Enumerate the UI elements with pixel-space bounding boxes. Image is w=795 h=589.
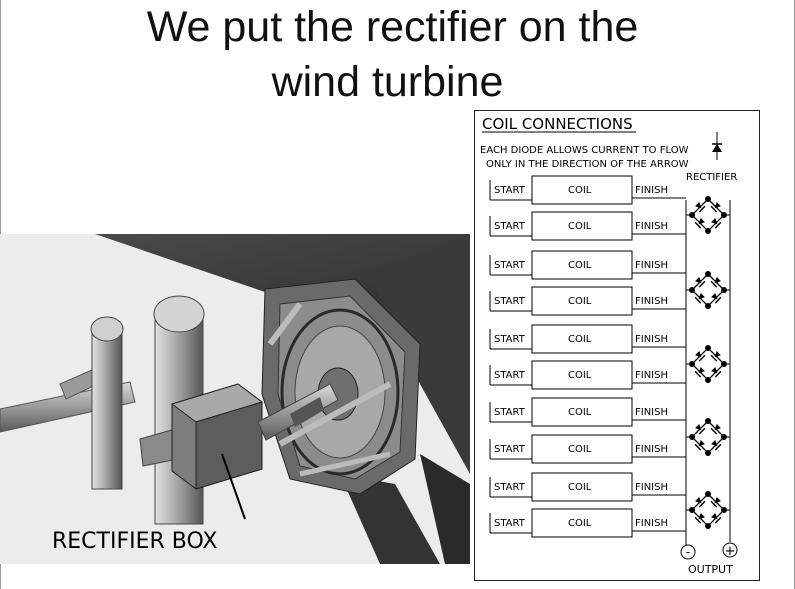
rectifier-label: RECTIFIER	[686, 172, 737, 183]
start-label: START	[494, 260, 526, 271]
rectifier-pointer	[221, 453, 246, 520]
coil-box	[531, 397, 633, 427]
finish-label: FINISH	[635, 260, 668, 271]
coil-label: COIL	[568, 334, 592, 345]
diagram-note-line-2: ONLY IN THE DIRECTION OF THE ARROW	[486, 159, 689, 170]
coil-box	[531, 175, 633, 205]
coil-box	[531, 286, 633, 316]
coil-label: COIL	[568, 518, 592, 529]
coil-label: COIL	[568, 444, 592, 455]
finish-label: FINISH	[635, 370, 668, 381]
coil-label: COIL	[568, 296, 592, 307]
strut	[299, 451, 391, 477]
coil-row: START COIL FINISH	[489, 360, 686, 390]
output-positive-terminal	[722, 542, 738, 558]
bridge-node	[705, 377, 711, 383]
diagram-heading: COIL CONNECTIONS	[482, 115, 633, 133]
diode-bridge	[686, 418, 730, 456]
finish-label: FINISH	[635, 221, 668, 232]
coil-label: COIL	[568, 370, 592, 381]
coil-row: START COIL FINISH	[489, 434, 686, 464]
coil-label: COIL	[568, 260, 592, 271]
start-label: START	[494, 221, 526, 232]
post-left-cap	[90, 316, 124, 342]
post-right-cap	[153, 295, 205, 333]
bridge-node	[705, 271, 711, 277]
finish-label: FINISH	[635, 296, 668, 307]
coil-row: START COIL FINISH	[489, 397, 686, 427]
coil-box	[531, 360, 633, 390]
coil-label: COIL	[568, 221, 592, 232]
output-label: OUTPUT	[688, 563, 733, 576]
finish-label: FINISH	[635, 185, 668, 196]
bridge-node	[705, 491, 711, 497]
strut	[267, 302, 303, 346]
coil-row: START COIL FINISH	[489, 472, 686, 502]
start-label: START	[494, 407, 526, 418]
minus-symbol: -	[686, 545, 690, 559]
start-label: START	[494, 296, 526, 307]
bridge-node	[705, 418, 711, 424]
start-label: START	[494, 334, 526, 345]
coil-box	[531, 211, 633, 241]
start-label: START	[494, 185, 526, 196]
bridge-node	[705, 196, 711, 202]
rectifier-box-label: RECTIFIER BOX	[52, 529, 217, 554]
coil-row: START COIL FINISH	[489, 286, 686, 316]
bridge-node	[705, 523, 711, 529]
coil-row: START COIL FINISH	[489, 175, 686, 205]
finish-label: FINISH	[635, 444, 668, 455]
rectifier-box-side	[195, 401, 263, 490]
finish-label: FINISH	[635, 518, 668, 529]
coil-row: START COIL FINISH	[489, 250, 686, 280]
finish-label: FINISH	[635, 482, 668, 493]
diode-legend-icon	[712, 132, 722, 160]
bridge-node	[705, 345, 711, 351]
coil-label: COIL	[568, 407, 592, 418]
output-negative-terminal	[680, 544, 696, 560]
start-label: START	[494, 482, 526, 493]
blade-lower	[340, 474, 440, 564]
plus-symbol: +	[725, 544, 736, 559]
shaft-collar	[290, 397, 324, 427]
coil-ring	[280, 308, 400, 476]
start-label: START	[494, 370, 526, 381]
coil-box	[531, 434, 633, 464]
finish-label: FINISH	[635, 407, 668, 418]
coil-label: COIL	[568, 185, 592, 196]
bridge-node	[705, 228, 711, 234]
tower	[420, 454, 470, 564]
coil-box	[531, 472, 633, 502]
title-line-2: wind turbine	[271, 58, 504, 106]
slide-title: We put the rectifier on the wind turbine	[0, 0, 795, 110]
title-line-1: We put the rectifier on the	[146, 3, 639, 51]
coil-row: START COIL FINISH	[489, 508, 686, 538]
diagram-note-line-1: EACH DIODE ALLOWS CURRENT TO FLOW	[480, 145, 689, 156]
coil-row: START COIL FINISH	[489, 211, 686, 241]
post-left	[91, 328, 123, 490]
strut	[278, 381, 392, 447]
start-label: START	[494, 518, 526, 529]
coil-row: START COIL FINISH	[489, 324, 686, 354]
coil-box	[531, 250, 633, 280]
coil-box	[531, 508, 633, 538]
bridge-node	[705, 450, 711, 456]
turbine-render: RECTIFIER BOX	[0, 234, 470, 564]
coil-connections-diagram: COIL CONNECTIONS EACH DIODE ALLOWS CURRE…	[474, 110, 760, 581]
finish-label: FINISH	[635, 334, 668, 345]
bridge-node	[705, 303, 711, 309]
coil-rows: START COIL FINISH START COIL FINISH START COIL F…	[489, 175, 686, 538]
coil-label: COIL	[568, 482, 592, 493]
start-label: START	[494, 444, 526, 455]
coil-box	[531, 324, 633, 354]
